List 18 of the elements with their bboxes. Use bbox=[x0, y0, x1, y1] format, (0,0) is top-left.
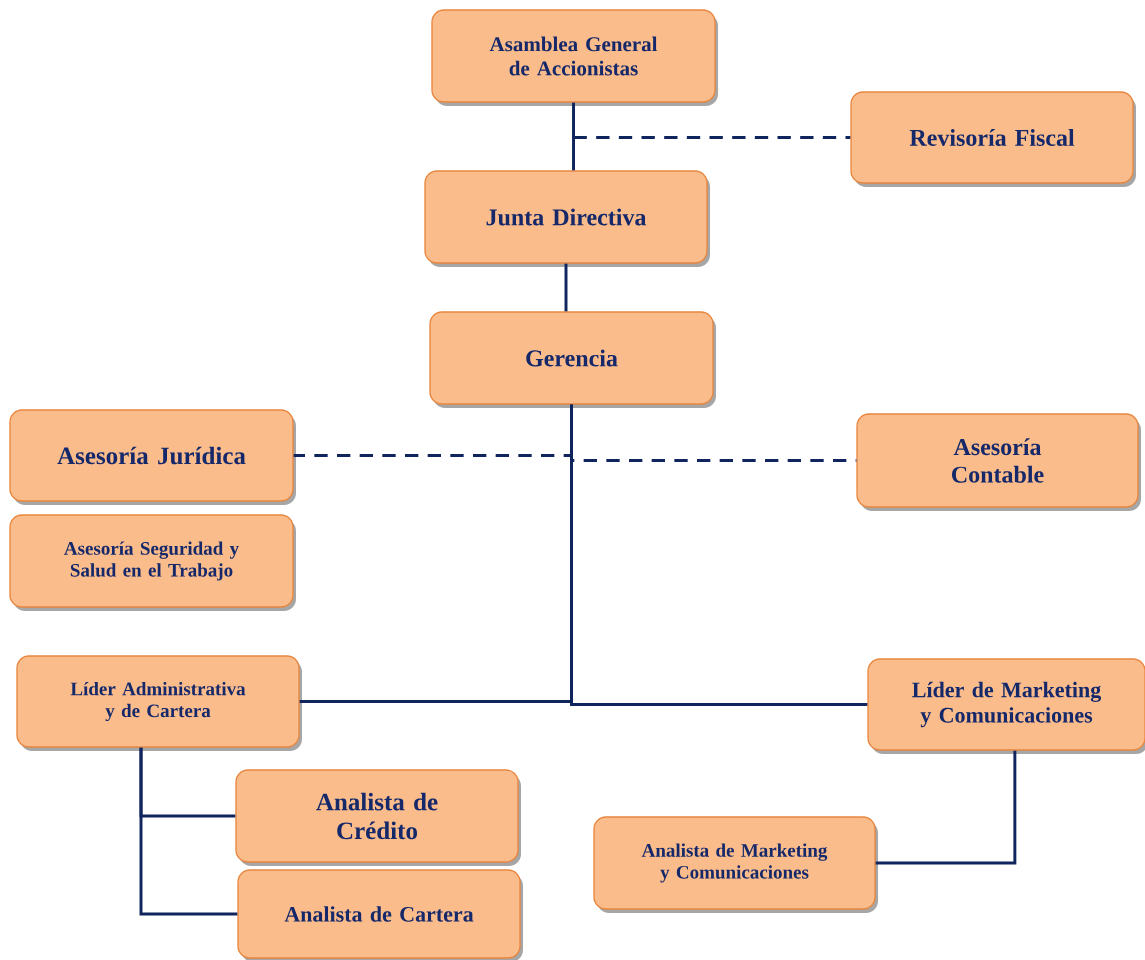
org-box: Líder de Marketing y Comunicaciones bbox=[867, 658, 1145, 754]
org-box: Líder Administrativa y de Cartera bbox=[16, 655, 302, 751]
connector-line bbox=[572, 102, 575, 171]
connector-line bbox=[570, 404, 868, 706]
org-box: Asesoría Contable bbox=[856, 413, 1141, 511]
org-box: Revisoría Fiscal bbox=[850, 91, 1136, 187]
org-box: Asesoría Jurídica bbox=[9, 409, 296, 505]
connector-line bbox=[573, 136, 851, 139]
org-box: Analista de Cartera bbox=[237, 869, 523, 960]
connector-line bbox=[139, 747, 238, 916]
org-box: Gerencia bbox=[429, 311, 716, 408]
org-box: Asamblea General de Accionistas bbox=[431, 9, 718, 106]
connector-line bbox=[564, 263, 568, 312]
org-box: Asesoría Seguridad y Salud en el Trabajo bbox=[9, 514, 296, 611]
org-box: Analista de Crédito bbox=[235, 769, 521, 866]
org-box: Analista de Marketing y Comunicaciones bbox=[593, 816, 878, 913]
connector-line bbox=[875, 750, 1017, 865]
org-box: Junta Directiva bbox=[424, 170, 710, 267]
